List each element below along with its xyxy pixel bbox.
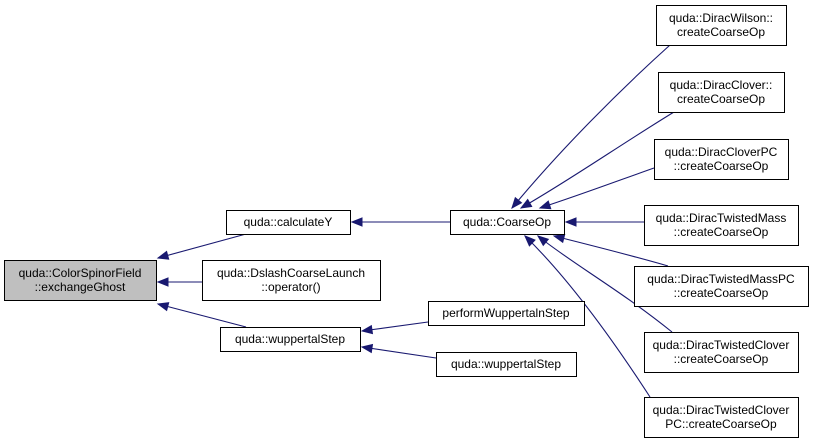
edge-twistedMass-to-coarseOp — [564, 217, 644, 227]
node-label: quda::DiracTwistedMassPC — [647, 272, 795, 286]
node-wuppertalStep[interactable]: quda::wuppertalStep — [220, 327, 361, 352]
edge-twistedCloverPC-to-coarseOp — [524, 235, 651, 398]
edge-performWuppertal-to-wuppertalStep — [360, 321, 429, 335]
node-label: quda::DiracCloverPC — [665, 145, 778, 159]
node-label: createCoarseOp — [677, 92, 765, 106]
node-box — [436, 352, 577, 377]
edge-clover-to-coarseOp — [519, 111, 675, 209]
node-box — [428, 301, 585, 326]
node-box — [658, 72, 785, 113]
node-box — [634, 266, 809, 307]
node-label: quda::calculateY — [244, 215, 333, 229]
node-label: quda::wuppertalStep — [451, 357, 561, 371]
node-box — [654, 139, 789, 180]
node-label: ::createCoarseOp — [674, 286, 769, 300]
node-box — [644, 397, 799, 438]
node-label: quda::DslashCoarseLaunch — [217, 266, 365, 280]
node-label: createCoarseOp — [677, 25, 765, 39]
edge-twistedMassPC-to-coarseOp — [552, 233, 669, 267]
node-box — [644, 332, 799, 373]
node-cloverPC[interactable]: quda::DiracCloverPC::createCoarseOp — [654, 139, 789, 180]
edge-wilson-to-coarseOp — [511, 44, 671, 210]
node-calculateY[interactable]: quda::calculateY — [226, 210, 351, 235]
node-label: quda::DiracTwistedMass — [656, 211, 787, 225]
node-twistedMassPC[interactable]: quda::DiracTwistedMassPC::createCoarseOp — [634, 266, 809, 307]
edge-calculateY-to-root — [156, 233, 247, 260]
node-box — [202, 260, 381, 301]
edge-dslashOp-to-root — [156, 277, 202, 287]
node-label: quda::DiracTwistedClover — [653, 403, 790, 417]
edge-coarseOp-to-calculateY — [350, 217, 450, 227]
node-label: quda::DiracTwistedClover — [653, 338, 790, 352]
edges-layer — [156, 44, 675, 398]
node-box — [4, 260, 157, 301]
node-performWuppertal[interactable]: performWuppertalnStep — [428, 301, 585, 326]
node-box — [656, 5, 787, 46]
node-label: ::operator() — [261, 280, 320, 294]
node-box — [450, 210, 565, 235]
nodes-layer: quda::ColorSpinorField::exchangeGhostqud… — [4, 5, 809, 438]
node-label: quda::DiracClover:: — [670, 78, 773, 92]
node-label: PC::createCoarseOp — [665, 417, 777, 431]
node-label: ::createCoarseOp — [674, 352, 769, 366]
node-twistedMass[interactable]: quda::DiracTwistedMass::createCoarseOp — [644, 205, 799, 246]
node-twistedClover[interactable]: quda::DiracTwistedClover::createCoarseOp — [644, 332, 799, 373]
node-wilson[interactable]: quda::DiracWilson::createCoarseOp — [656, 5, 787, 46]
edge-cloverPC-to-coarseOp — [538, 167, 655, 210]
node-box — [644, 205, 799, 246]
node-twistedCloverPC[interactable]: quda::DiracTwistedCloverPC::createCoarse… — [644, 397, 799, 438]
node-wuppertalStep2[interactable]: quda::wuppertalStep — [436, 352, 577, 377]
node-label: performWuppertalnStep — [442, 306, 570, 320]
node-dslashOp[interactable]: quda::DslashCoarseLaunch::operator() — [202, 260, 381, 301]
node-clover[interactable]: quda::DiracClover::createCoarseOp — [658, 72, 785, 113]
node-label: quda::DiracWilson:: — [669, 11, 773, 25]
node-label: quda::wuppertalStep — [235, 332, 345, 346]
node-label: quda::CoarseOp — [463, 215, 551, 229]
node-root[interactable]: quda::ColorSpinorField::exchangeGhost — [4, 260, 157, 301]
edge-twistedClover-to-coarseOp — [536, 235, 673, 333]
node-box — [220, 327, 361, 352]
node-coarseOp[interactable]: quda::CoarseOp — [450, 210, 565, 235]
node-label: quda::ColorSpinorField — [19, 266, 142, 280]
edge-wuppertalStep-to-root — [156, 302, 247, 328]
node-label: ::createCoarseOp — [674, 159, 769, 173]
node-box — [226, 210, 351, 235]
node-label: ::createCoarseOp — [674, 225, 769, 239]
edge-wuppertalStep2-to-wuppertalStep — [360, 343, 437, 359]
node-label: ::exchangeGhost — [35, 280, 126, 294]
